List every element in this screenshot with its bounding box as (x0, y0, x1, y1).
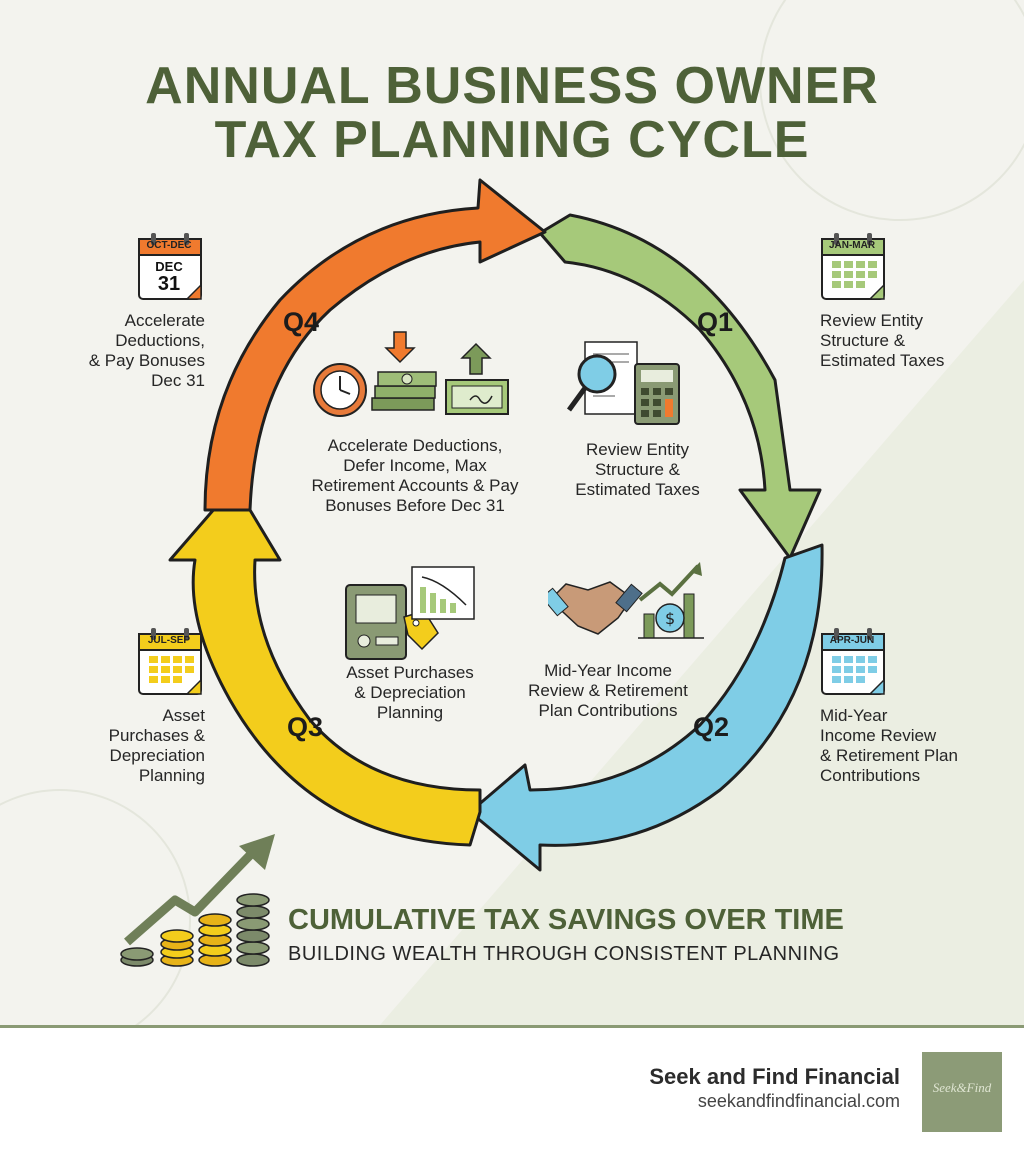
page-title-line-1: ANNUAL BUSINESS OWNER (145, 57, 879, 115)
svg-text:$: $ (665, 609, 675, 628)
q1-side-text: Review Entity Structure & Estimated Taxe… (820, 311, 945, 370)
brand-name: Seek and Find Financial (649, 1064, 900, 1089)
q2-calendar-months: APR-JUN (829, 635, 875, 646)
page-title-line-2: TAX PLANNING CYCLE (214, 111, 810, 169)
clock-icon (313, 363, 367, 417)
q4-side-text: Accelerate Deductions, & Pay Bonuses Dec… (88, 311, 205, 390)
magnifier-icon (566, 354, 617, 412)
brand-logo: Seek&Find (922, 1052, 1002, 1132)
calculator-icon (634, 363, 680, 425)
q4-inner-text: Accelerate Deductions, Defer Income, Max… (311, 436, 519, 515)
q1-calendar-months: JAN-MAR (828, 240, 876, 251)
q4-inner-icons (313, 331, 509, 417)
equipment-icon (345, 584, 407, 660)
q4-label: Q4 (283, 307, 320, 337)
q4-calendar-month: DEC (155, 259, 183, 274)
down-arrow-icon (384, 331, 416, 364)
q4-calendar-day: 31 (157, 273, 181, 295)
declining-chart-icon (411, 566, 475, 620)
q3-label: Q3 (287, 712, 324, 742)
cycle-diagram (168, 178, 824, 872)
money-stack-icon (371, 371, 437, 411)
handshake-icon (548, 581, 643, 635)
q4-calendar-months: OCT-DEC (146, 240, 192, 251)
q3-inner-icons (345, 566, 475, 660)
q2-inner-icons: $ (548, 562, 704, 639)
footer-bar (0, 1025, 1024, 1154)
q2-side-text: Mid-Year Income Review & Retirement Plan… (820, 706, 958, 785)
q2-inner-text: Mid-Year Income Review & Retirement Plan… (528, 661, 688, 720)
q2-arrow (468, 543, 824, 872)
q1-inner-text: Review Entity Structure & Estimated Taxe… (575, 440, 700, 499)
q3-calendar-months: JUL-SEP (147, 635, 191, 646)
q4-calendar-icon: OCT-DEC DEC 31 (137, 233, 202, 300)
coin-stacks-growth-icon (120, 834, 275, 967)
q1-inner-icons (566, 341, 680, 425)
growth-chart-icon: $ (638, 562, 704, 639)
brand-url[interactable]: seekandfindfinancial.com (697, 1091, 900, 1111)
q3-inner-text: Asset Purchases & Depreciation Planning (346, 663, 474, 722)
q1-arrow (538, 213, 822, 560)
savings-subtitle: BUILDING WEALTH THROUGH CONSISTENT PLANN… (288, 943, 840, 965)
up-arrow-icon (460, 342, 492, 375)
q3-calendar-icon: JUL-SEP (137, 628, 202, 695)
q3-side-text: Asset Purchases & Depreciation Planning (108, 706, 205, 785)
q4-arrow (203, 178, 547, 512)
q1-label: Q1 (697, 307, 734, 337)
check-icon (445, 379, 509, 415)
savings-title: CUMULATIVE TAX SAVINGS OVER TIME (288, 904, 844, 936)
brand-logo-text: Seek&Find (932, 1080, 992, 1095)
q3-arrow (168, 483, 482, 847)
q2-calendar-icon: APR-JUN (820, 628, 885, 695)
q2-label: Q2 (693, 712, 730, 742)
q1-calendar-icon: JAN-MAR (820, 233, 885, 300)
